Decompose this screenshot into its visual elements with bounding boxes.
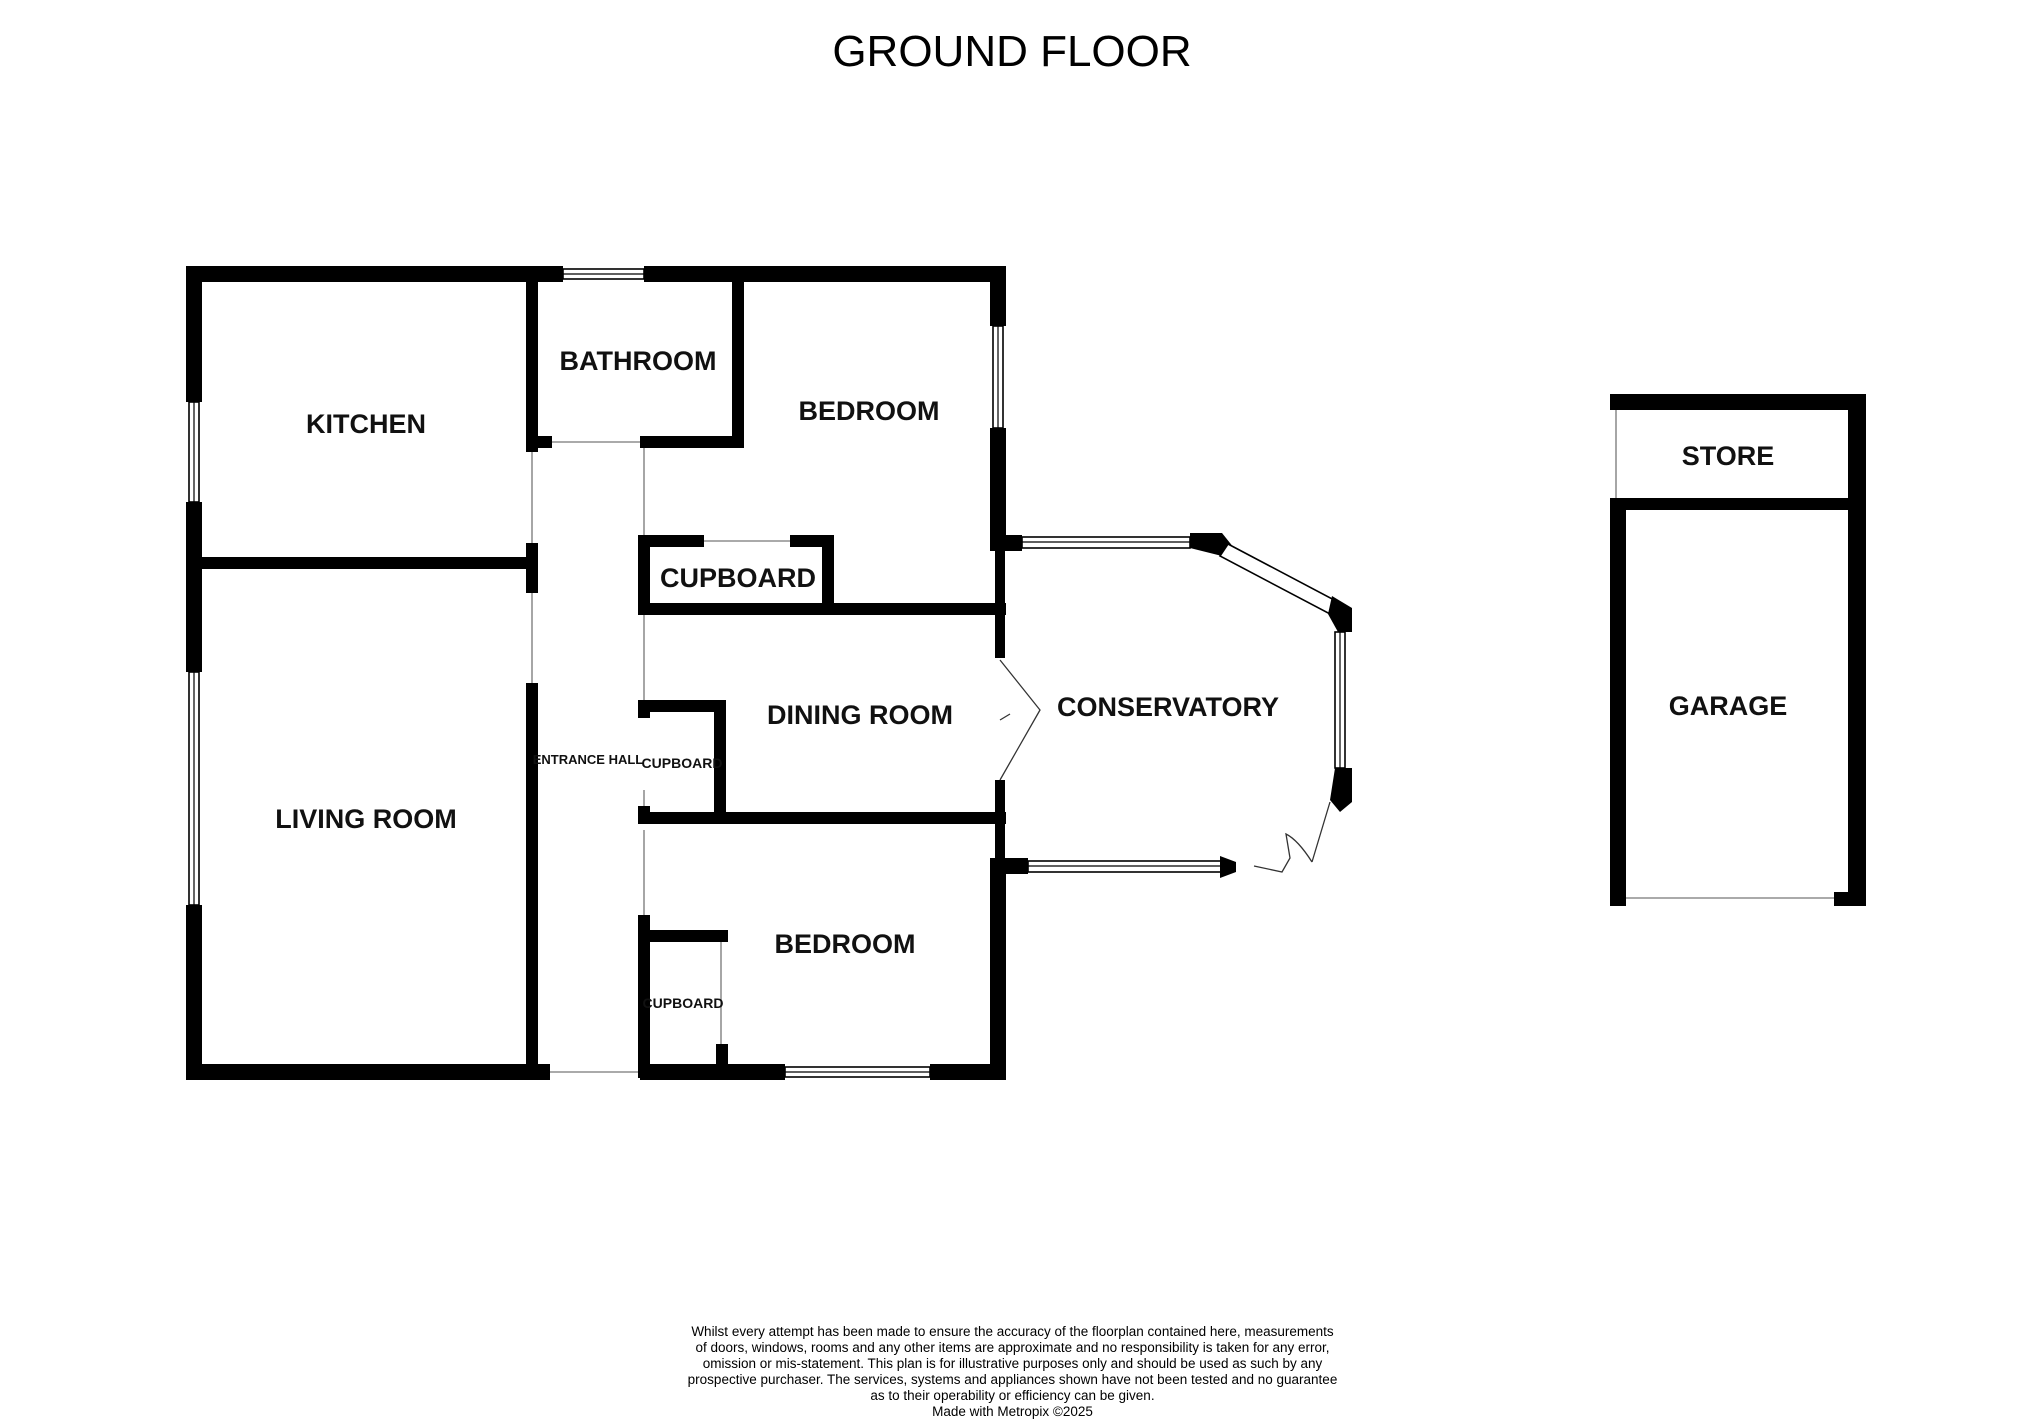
wall-top-left [186, 266, 563, 282]
main-house [186, 266, 1041, 1080]
room-label-bedroom-2: BEDROOM [775, 929, 916, 959]
wall-right-lower [990, 860, 1006, 1080]
disclaimer-line: as to their operability or efficiency ca… [870, 1388, 1155, 1403]
disclaimer: Whilst every attempt has been made to en… [640, 1324, 1385, 1420]
wall-store-garage [1610, 498, 1866, 510]
wall-left-lower [186, 905, 202, 1078]
wall-bathroom-right [732, 266, 744, 448]
wall-garage-left [1610, 498, 1626, 906]
room-label-store: STORE [1682, 441, 1775, 471]
room-label-cupboard-1: CUPBOARD [660, 563, 816, 593]
wall-top-right [644, 266, 1006, 282]
disclaimer-line: of doors, windows, rooms and any other i… [695, 1340, 1330, 1355]
conservatory-door[interactable] [1253, 801, 1331, 873]
wall-hall-left-mid [526, 543, 538, 593]
dining-double-door[interactable] [999, 659, 1041, 781]
wall-bottom-mid [640, 1064, 785, 1080]
disclaimer-credit: Made with Metropix ©2025 [932, 1404, 1093, 1419]
page-title: GROUND FLOOR [832, 27, 1191, 76]
wall-hall-left-lower [526, 683, 538, 1078]
room-label-cupboard-3: CUPBOARD [643, 995, 724, 1011]
room-label-living-room: LIVING ROOM [275, 804, 457, 834]
wall-store-top [1610, 394, 1866, 410]
wall-bathroom-bottom [640, 436, 744, 448]
disclaimer-line: Whilst every attempt has been made to en… [691, 1324, 1334, 1339]
room-label-bedroom-1: BEDROOM [799, 396, 940, 426]
wall-kitchen-living [186, 557, 538, 569]
wall-bottom-right [930, 1064, 1006, 1080]
disclaimer-line: omission or mis-statement. This plan is … [702, 1356, 1323, 1371]
wall-left-upper [186, 266, 202, 402]
room-label-kitchen: KITCHEN [306, 409, 426, 439]
disclaimer-line: prospective purchaser. The services, sys… [687, 1372, 1338, 1387]
wall-hall-left-top [526, 266, 538, 452]
wall-right-top [990, 266, 1006, 326]
wall-bedroom-dining [638, 603, 1006, 615]
garage-building [1610, 394, 1866, 906]
wall-right-upper [990, 428, 1006, 548]
window-conservatory-diagonal [1218, 542, 1340, 616]
room-label-entrance-hall: ENTRANCE HALL [533, 752, 644, 767]
room-label-conservatory: CONSERVATORY [1057, 692, 1279, 722]
wall-conservatory-stub [990, 535, 1022, 551]
wall-dining-bedroom-2 [638, 812, 1006, 824]
wall-bottom-left [186, 1064, 550, 1080]
conservatory [1021, 533, 1352, 878]
wall-left-mid [186, 502, 202, 672]
wall-garage-right [1848, 394, 1866, 906]
room-label-bathroom: BATHROOM [560, 346, 717, 376]
room-label-cupboard-2: CUPBOARD [642, 755, 723, 771]
room-label-garage: GARAGE [1669, 691, 1788, 721]
wall-conservatory-stub-2 [990, 858, 1028, 874]
room-label-dining-room: DINING ROOM [767, 700, 953, 730]
